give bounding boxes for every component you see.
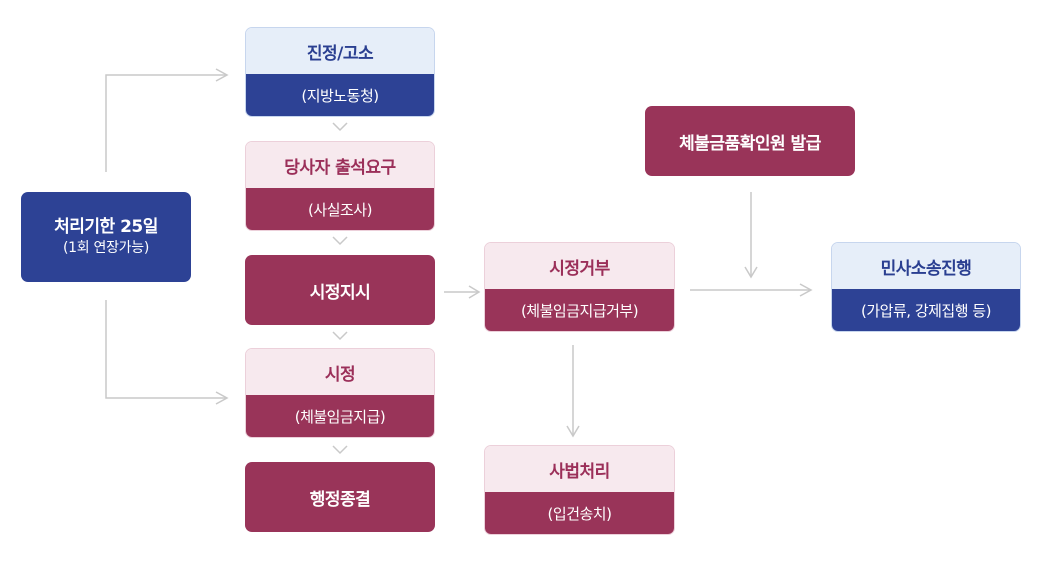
summon-title: 당사자 출석요구 bbox=[246, 142, 434, 188]
deadline-subtitle: (1회 연장가능) bbox=[63, 240, 149, 257]
connector-deadline-to-correction bbox=[105, 300, 226, 399]
arrowhead-to-refusal bbox=[468, 285, 481, 299]
complaint-title: 진정/고소 bbox=[246, 28, 434, 74]
civil-box: 민사소송진행 (가압류, 강제집행 등) bbox=[831, 242, 1021, 332]
civil-title: 민사소송진행 bbox=[832, 243, 1020, 289]
civil-subtitle: (가압류, 강제집행 등) bbox=[832, 289, 1020, 331]
refusal-box: 시정거부 (체불임금지급거부) bbox=[484, 242, 675, 332]
correction-box: 시정 (체불임금지급) bbox=[245, 348, 435, 438]
chevron-down-icon bbox=[332, 331, 348, 341]
arrowhead-certificate-down bbox=[744, 266, 758, 279]
arrowhead-to-correction bbox=[215, 391, 229, 405]
order-title: 시정지시 bbox=[309, 282, 371, 303]
judicial-box: 사법처리 (입건송치) bbox=[484, 445, 675, 535]
summon-subtitle: (사실조사) bbox=[246, 188, 434, 230]
judicial-subtitle: (입건송치) bbox=[485, 492, 674, 534]
complaint-subtitle: (지방노동청) bbox=[246, 74, 434, 116]
summon-box: 당사자 출석요구 (사실조사) bbox=[245, 141, 435, 231]
certificate-title: 체불금품확인원 발급 bbox=[679, 133, 821, 154]
refusal-title: 시정거부 bbox=[485, 243, 674, 289]
chevron-down-icon bbox=[332, 122, 348, 132]
arrowhead-to-civil bbox=[799, 283, 813, 297]
correction-title: 시정 bbox=[246, 349, 434, 395]
closure-box: 행정종결 bbox=[245, 462, 435, 532]
order-box: 시정지시 bbox=[245, 255, 435, 325]
arrowhead-to-judicial bbox=[566, 425, 580, 438]
connector-deadline-to-complaint bbox=[105, 74, 226, 172]
chevron-down-icon bbox=[332, 236, 348, 246]
refusal-subtitle: (체불임금지급거부) bbox=[485, 289, 674, 331]
deadline-title: 처리기한 25일 bbox=[54, 217, 158, 238]
certificate-box: 체불금품확인원 발급 bbox=[645, 106, 855, 176]
closure-title: 행정종결 bbox=[309, 489, 371, 510]
arrowhead-to-complaint bbox=[215, 68, 229, 82]
complaint-box: 진정/고소 (지방노동청) bbox=[245, 27, 435, 117]
chevron-down-icon bbox=[332, 445, 348, 455]
deadline-box: 처리기한 25일 (1회 연장가능) bbox=[21, 192, 191, 282]
correction-subtitle: (체불임금지급) bbox=[246, 395, 434, 437]
judicial-title: 사법처리 bbox=[485, 446, 674, 492]
